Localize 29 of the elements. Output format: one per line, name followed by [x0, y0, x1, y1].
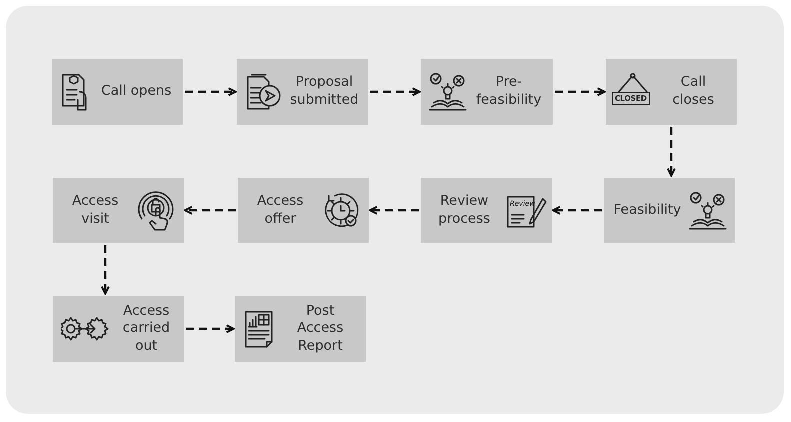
dashed-arrow: [185, 88, 237, 96]
dashed-arrow: [370, 88, 421, 96]
step-label: Access carried out: [122, 302, 172, 356]
dashed-arrow: [184, 206, 236, 215]
process-box: [238, 178, 369, 243]
step-label: Pre-feasibility: [475, 74, 543, 110]
dashed-arrow: [555, 88, 606, 96]
step-label: Review process: [438, 192, 492, 228]
step-label: Post Access Report: [296, 302, 345, 356]
step-label: Proposal submitted: [289, 74, 360, 110]
dashed-arrow: [101, 245, 110, 295]
step-label: Access offer: [256, 192, 305, 228]
step-label: Call opens: [100, 83, 173, 101]
process-box: [235, 296, 366, 362]
process-box: [52, 59, 183, 125]
process-box: [53, 178, 184, 243]
process-box: [421, 59, 553, 125]
step-label: Access visit: [71, 192, 120, 228]
process-box: [606, 59, 737, 125]
step-label: Call closes: [672, 74, 716, 110]
dashed-arrow: [186, 324, 235, 334]
dashed-arrow: [667, 127, 676, 177]
step-label: Feasibility: [612, 202, 682, 220]
dashed-arrow: [369, 206, 419, 215]
process-box: [237, 59, 368, 125]
process-box: [421, 178, 552, 243]
dashed-arrow: [552, 206, 602, 215]
process-box: [53, 296, 184, 362]
process-box: [604, 178, 735, 243]
